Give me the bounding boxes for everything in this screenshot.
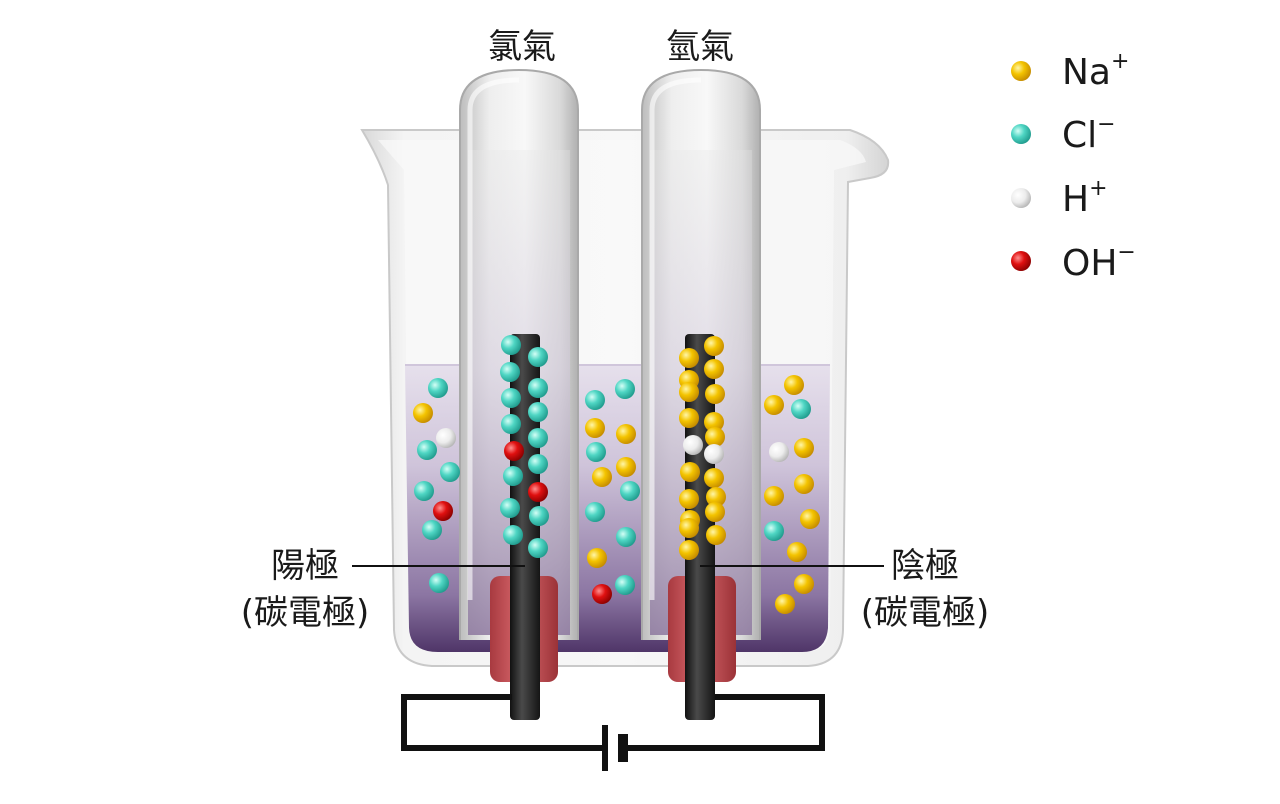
cl-ion — [428, 378, 448, 398]
anode-label: 陽極 — [271, 546, 339, 586]
oh-ion — [528, 482, 548, 502]
na-ion — [585, 418, 605, 438]
cl-ion — [528, 378, 548, 398]
na-ion — [704, 468, 724, 488]
h-ion — [683, 435, 703, 455]
na-ion — [679, 489, 699, 509]
hydrogen-gas-label: 氫氣 — [666, 27, 734, 67]
cl-ion — [501, 414, 521, 434]
cl-ion — [764, 521, 784, 541]
legend-item-cl: Cl− — [1062, 112, 1116, 156]
legend-item-h: H+ — [1062, 176, 1108, 220]
circuit-wire — [401, 694, 604, 751]
na-ion — [705, 384, 725, 404]
cl-ion — [791, 399, 811, 419]
cl-ion — [417, 440, 437, 460]
na-ion — [764, 486, 784, 506]
anode-material-label: (碳電極) — [240, 593, 370, 633]
cl-ion — [529, 506, 549, 526]
oh-ion — [433, 501, 453, 521]
na-ion — [704, 412, 724, 432]
ions-layer — [413, 335, 820, 614]
cl-ion — [586, 442, 606, 462]
na-ion — [794, 438, 814, 458]
cl-ion — [422, 520, 442, 540]
cl-ion — [500, 498, 520, 518]
cl-ion — [500, 362, 520, 382]
cl-ion — [503, 466, 523, 486]
h-ion — [704, 444, 724, 464]
circuit-wire-right — [626, 694, 825, 751]
legend-marker-h — [1011, 188, 1031, 208]
na-ion — [679, 540, 699, 560]
cl-ion — [620, 481, 640, 501]
cl-ion — [528, 538, 548, 558]
h-ion — [769, 442, 789, 462]
legend-markers — [1011, 61, 1031, 271]
na-ion — [587, 548, 607, 568]
na-ion — [679, 518, 699, 538]
cl-ion — [414, 481, 434, 501]
cl-ion — [585, 390, 605, 410]
na-ion — [704, 359, 724, 379]
na-ion — [794, 574, 814, 594]
na-ion — [704, 336, 724, 356]
na-ion — [679, 382, 699, 402]
h-ion — [436, 428, 456, 448]
na-ion — [705, 427, 725, 447]
cl-ion — [528, 454, 548, 474]
na-ion — [679, 408, 699, 428]
na-ion — [679, 348, 699, 368]
cl-ion — [440, 462, 460, 482]
cl-ion — [528, 347, 548, 367]
na-ion — [784, 375, 804, 395]
na-ion — [706, 487, 726, 507]
na-ion — [794, 474, 814, 494]
na-ion — [592, 467, 612, 487]
cathode-material-label: (碳電極) — [860, 593, 990, 633]
oh-ion — [504, 441, 524, 461]
legend-item-na: Na+ — [1062, 49, 1130, 93]
na-ion — [616, 457, 636, 477]
cl-ion — [585, 502, 605, 522]
legend-marker-na — [1011, 61, 1031, 81]
cl-ion — [501, 335, 521, 355]
na-ion — [705, 502, 725, 522]
cl-ion — [616, 527, 636, 547]
cathode-label: 陰極 — [891, 546, 959, 586]
na-ion — [787, 542, 807, 562]
oh-ion — [592, 584, 612, 604]
cl-ion — [528, 402, 548, 422]
cl-ion — [615, 575, 635, 595]
chlorine-gas-label: 氯氣 — [488, 27, 556, 67]
na-ion — [764, 395, 784, 415]
na-ion — [616, 424, 636, 444]
na-ion — [706, 525, 726, 545]
cl-ion — [429, 573, 449, 593]
na-ion — [413, 403, 433, 423]
legend-marker-oh — [1011, 251, 1031, 271]
na-ion — [775, 594, 795, 614]
na-ion — [800, 509, 820, 529]
legend-item-oh: OH− — [1062, 240, 1136, 284]
cl-ion — [528, 428, 548, 448]
cl-ion — [501, 388, 521, 408]
cl-ion — [615, 379, 635, 399]
na-ion — [680, 462, 700, 482]
cl-ion — [503, 525, 523, 545]
legend-marker-cl — [1011, 124, 1031, 144]
